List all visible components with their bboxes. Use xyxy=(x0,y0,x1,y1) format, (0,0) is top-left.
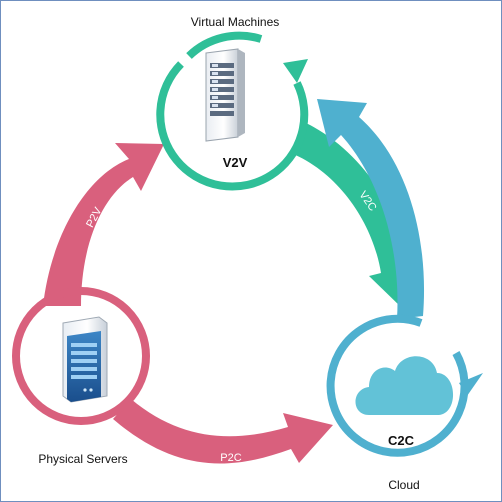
cloud-caption: Cloud xyxy=(388,478,419,492)
virtual-server-icon xyxy=(205,48,245,142)
c2v-arrow xyxy=(317,99,425,319)
physical-ring xyxy=(12,287,150,425)
c2c-label: C2C xyxy=(388,433,415,448)
cloud-icon xyxy=(355,356,454,415)
c2v-label: C2V xyxy=(412,188,431,213)
v2c-arrow xyxy=(291,123,421,309)
v2v-label: V2V xyxy=(223,155,248,170)
cloud-ring xyxy=(326,314,483,457)
p2v-arrow xyxy=(43,143,164,306)
physical-server-icon xyxy=(62,316,108,403)
virtual-ring xyxy=(156,31,309,191)
virtual-machines-caption: Virtual Machines xyxy=(191,15,280,29)
p2c-arrow xyxy=(113,399,333,464)
p2c-label: P2C xyxy=(220,452,241,464)
physical-servers-caption: Physical Servers xyxy=(38,452,127,466)
